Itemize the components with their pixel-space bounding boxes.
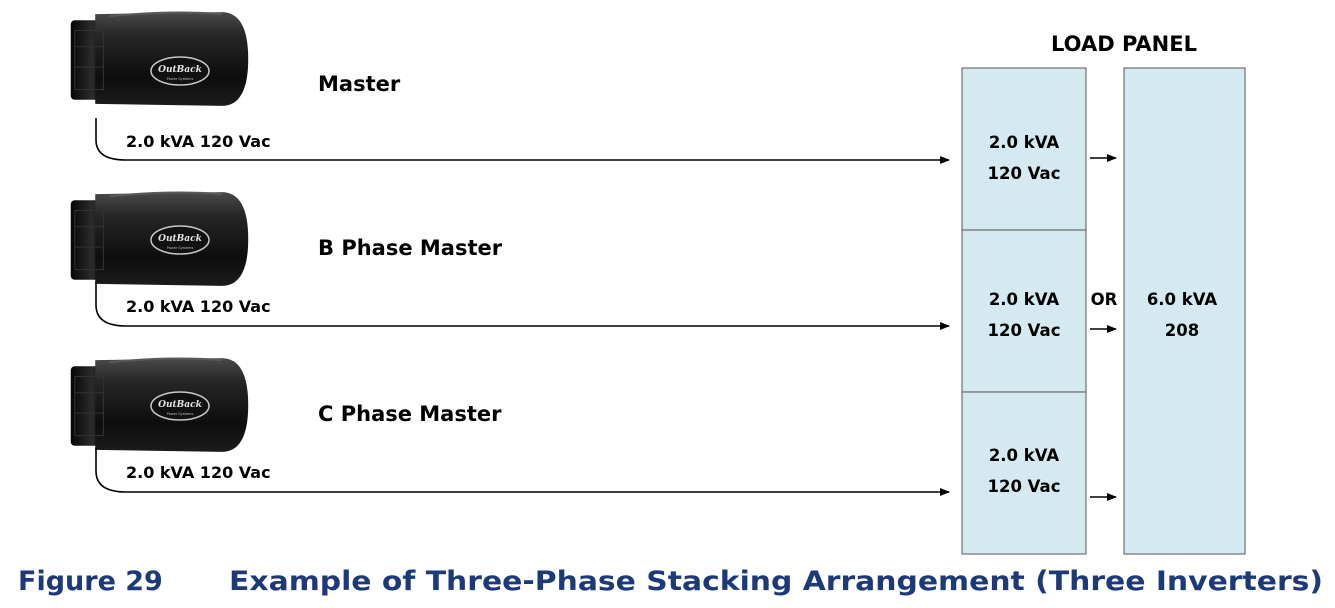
phase-cell-b — [961, 229, 1087, 393]
figure-caption: Figure 29 Example of Three-Phase Stackin… — [18, 566, 1323, 597]
output-arrow — [95, 448, 950, 496]
inverter-output-label: 2.0 kVA 120 Vac — [126, 297, 271, 316]
figure-number: Figure 29 — [18, 566, 163, 597]
output-arrow — [95, 282, 950, 330]
combined-cell-line2: 208 — [1165, 321, 1199, 340]
phase-cell-a-line1: 2.0 kVA — [989, 133, 1060, 152]
outback-logo-subtext: Power Systems — [167, 246, 194, 250]
phase-cell-c-line1: 2.0 kVA — [989, 446, 1060, 465]
inverter-b-phase-master: OutBack Power Systems B Phase Master 2.0… — [69, 191, 950, 330]
outback-logo-text: OutBack — [158, 234, 202, 244]
outback-logo-text: OutBack — [158, 65, 202, 75]
outback-logo-subtext: Power Systems — [167, 77, 194, 81]
phase-cell-c — [961, 391, 1087, 555]
inverter-icon — [69, 11, 250, 107]
outback-logo-badge — [150, 391, 210, 421]
inverter-c-phase-master: OutBack Power Systems C Phase Master 2.0… — [69, 357, 950, 496]
figure-caption-text: Example of Three-Phase Stacking Arrangem… — [229, 566, 1323, 597]
phase-cell-b-line1: 2.0 kVA — [989, 290, 1060, 309]
or-label: OR — [1091, 290, 1118, 309]
inverter-role-label: C Phase Master — [318, 402, 502, 426]
inverter-output-label: 2.0 kVA 120 Vac — [126, 132, 271, 151]
output-arrow — [95, 118, 950, 164]
combined-cell-line1: 6.0 kVA — [1147, 290, 1218, 309]
load-panel: LOAD PANEL 2.0 kVA 120 Vac 2.0 kVA 120 V… — [961, 32, 1246, 555]
outback-logo-badge — [150, 225, 210, 255]
combined-cell — [1123, 67, 1246, 555]
phase-cell-b-line2: 120 Vac — [988, 321, 1061, 340]
or-label-backdrop — [1088, 288, 1122, 312]
phase-cell-a — [961, 67, 1087, 231]
outback-logo-badge — [150, 56, 210, 86]
phase-cell-a-line2: 120 Vac — [988, 164, 1061, 183]
inverter-master: OutBack Power Systems Master 2.0 kVA 120… — [69, 11, 950, 164]
outback-logo-text: OutBack — [158, 400, 202, 410]
phase-cell-c-line2: 120 Vac — [988, 477, 1061, 496]
outback-logo-subtext: Power Systems — [167, 412, 194, 416]
inverter-role-label: B Phase Master — [318, 236, 503, 260]
inverter-output-label: 2.0 kVA 120 Vac — [126, 463, 271, 482]
inverter-role-label: Master — [318, 72, 401, 96]
load-panel-title: LOAD PANEL — [1051, 32, 1197, 56]
